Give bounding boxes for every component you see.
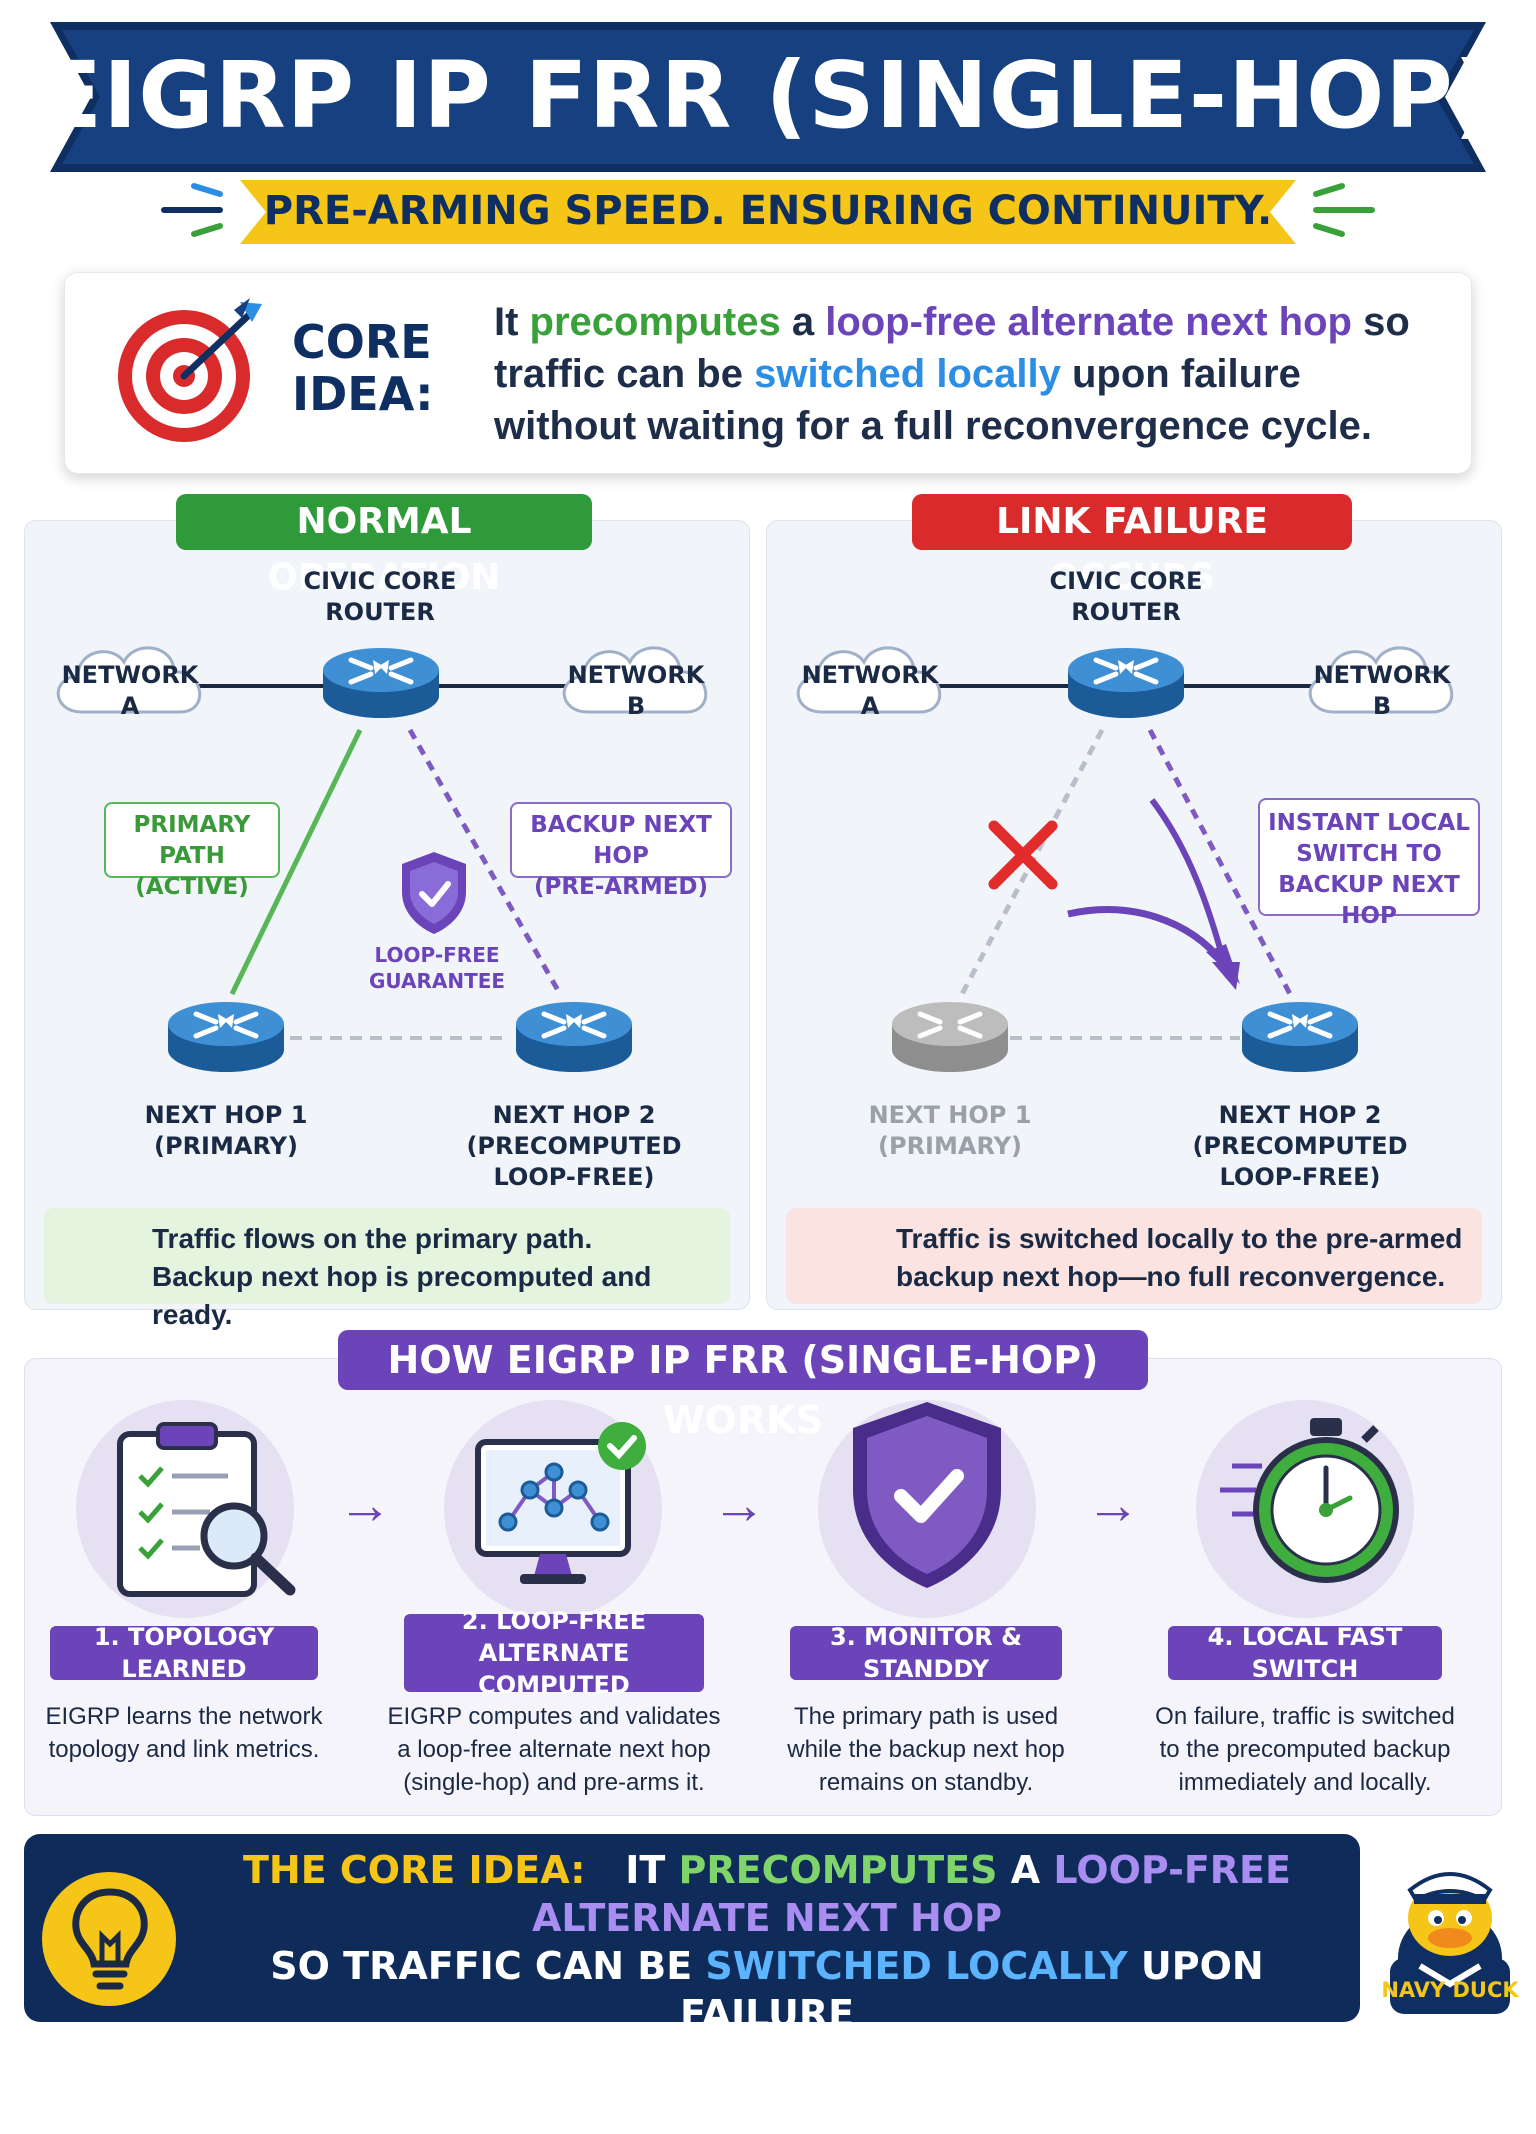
failure-status-text: Traffic is switched locally to the pre-a…: [896, 1223, 1463, 1292]
step-3-title: 3. MONITOR & STANDDY: [790, 1623, 1062, 1683]
normal-status-text: Traffic flows on the primary path.Backup…: [152, 1223, 652, 1330]
lightbulb-icon: [72, 1888, 148, 1990]
page-subtitle: PRE-ARMING SPEED. ENSURING CONTINUITY.: [263, 188, 1273, 234]
clipboard-icon: [117, 1422, 296, 1597]
monitor-icon: [475, 1422, 646, 1584]
backup-next-hop-tag: BACKUP NEXT HOP(PRE-ARMED): [510, 802, 732, 900]
step-arrow-icon: →: [338, 1475, 392, 1535]
next-hop-1-label: NEXT HOP 1(PRIMARY): [144, 1101, 308, 1160]
step-4-title: 4. LOCAL FAST SWITCH: [1168, 1623, 1442, 1683]
core-idea-label: CORE IDEA:: [292, 315, 434, 421]
core-idea-banner: [24, 1834, 1360, 2022]
subtitle-ribbon: [240, 180, 1296, 244]
target-icon: [118, 298, 262, 442]
failure-status-box: [786, 1208, 1482, 1304]
speed-lines-icon: [1313, 183, 1375, 237]
speed-lines-icon: [161, 183, 223, 237]
shield-check-icon: [853, 1402, 1001, 1588]
link-failure-heading: LINK FAILURE OCCURS: [912, 494, 1352, 598]
duck-mascot-icon: [1390, 1872, 1510, 2014]
normal-operation-heading: NORMAL OPERATION: [176, 494, 592, 598]
how-it-works-heading: HOW EIGRP IP FRR (SINGLE-HOP) WORKS: [338, 1330, 1148, 1442]
core-idea-card: [64, 272, 1472, 474]
step-arrow-icon: →: [712, 1475, 766, 1535]
step-1-title: 1. TOPOLOGY LEARNED: [50, 1623, 318, 1683]
page-title: EIGRP IP FRR (SINGLE-HOP): [39, 42, 1497, 149]
mascot-label: NAVY DUCK: [1381, 1978, 1519, 2002]
core-idea-summary: THE CORE IDEA: IT PRECOMPUTES A LOOP-FRE…: [240, 1848, 1294, 2132]
title-banner: [50, 22, 1486, 172]
normal-status-box: [44, 1208, 730, 1304]
next-hop-1-failed-label: NEXT HOP 1(PRIMARY): [868, 1101, 1032, 1160]
step-2-title: 2. LOOP-FREE ALTERNATE COMPUTED: [404, 1607, 704, 1699]
step-icons: [117, 1402, 1399, 1597]
stopwatch-icon: [1220, 1418, 1399, 1583]
primary-path-tag: PRIMARY PATH(ACTIVE): [104, 802, 280, 900]
step-arrow-icon: →: [1086, 1475, 1140, 1535]
core-idea-text: It precomputes a loop-free alternate nex…: [494, 300, 1410, 448]
